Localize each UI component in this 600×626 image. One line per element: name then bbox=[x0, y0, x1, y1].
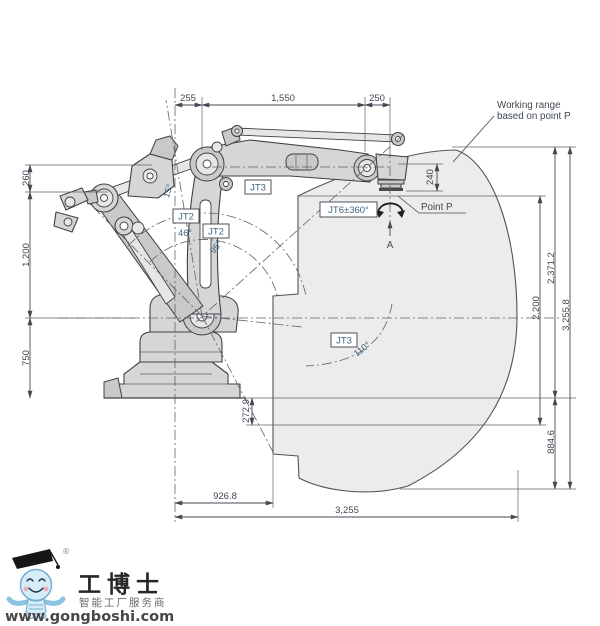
robot-upper-arm bbox=[189, 125, 405, 191]
working-envelope-region bbox=[272, 149, 518, 493]
registered-mark: ® bbox=[62, 547, 70, 556]
point-p-label: Point P bbox=[421, 202, 453, 213]
robot-base bbox=[103, 331, 241, 399]
dim-250: 250 bbox=[369, 93, 385, 104]
label-jt3-upper: JT3 bbox=[250, 183, 266, 194]
tie-rod-link bbox=[235, 127, 399, 143]
label-jt6: JT6±360° bbox=[328, 205, 369, 216]
dim-2371: 2,371.2 bbox=[546, 252, 557, 284]
extension-lines bbox=[25, 97, 576, 522]
angle-15: 15° bbox=[161, 183, 175, 199]
gongboshi-logo: ® 工博士 智能工厂服务商 www.gongboshi.com bbox=[5, 547, 174, 625]
dim-3255-8: 3,255.8 bbox=[561, 299, 572, 331]
dimension-lines bbox=[27, 102, 573, 520]
dim-2200: 2,200 bbox=[531, 296, 542, 320]
dim-926: 926.8 bbox=[213, 491, 237, 502]
mascot-icon bbox=[6, 549, 66, 619]
dim-255: 255 bbox=[180, 93, 196, 104]
dim-240: 240 bbox=[425, 169, 436, 185]
working-range-note-line1: Working range bbox=[497, 100, 561, 111]
dim-1200: 1,200 bbox=[21, 243, 32, 267]
section-a-label: A bbox=[387, 240, 394, 251]
logo-name: 工博士 bbox=[78, 571, 165, 598]
dim-3255: 3,255 bbox=[335, 505, 359, 516]
jt3-sweep-arc bbox=[305, 303, 393, 367]
counterweight-linkage bbox=[53, 135, 204, 323]
working-envelope bbox=[272, 149, 518, 493]
angle-46: 46° bbox=[178, 228, 192, 238]
dimension-texts: 255 1,550 250 260 1,200 750 240 2,200 2,… bbox=[21, 93, 572, 516]
logo-url: www.gongboshi.com bbox=[5, 609, 174, 625]
working-range-note-line2: based on point P bbox=[497, 111, 571, 122]
annotations: Working range based on point P Point P A… bbox=[161, 100, 571, 358]
dim-884: 884.6 bbox=[546, 430, 557, 454]
dim-750: 750 bbox=[21, 350, 32, 366]
construction-lines bbox=[58, 88, 562, 522]
label-jt3-lower: JT3 bbox=[336, 336, 352, 347]
label-jt2-mid: JT2 bbox=[208, 227, 224, 238]
dim-1550: 1,550 bbox=[271, 93, 295, 104]
dim-260: 260 bbox=[21, 170, 32, 186]
dim-272: 272.9 bbox=[241, 399, 252, 423]
robot-lower-arm bbox=[186, 165, 225, 315]
label-jt2-left: JT2 bbox=[178, 212, 194, 223]
logo-tagline: 智能工厂服务商 bbox=[79, 596, 167, 609]
